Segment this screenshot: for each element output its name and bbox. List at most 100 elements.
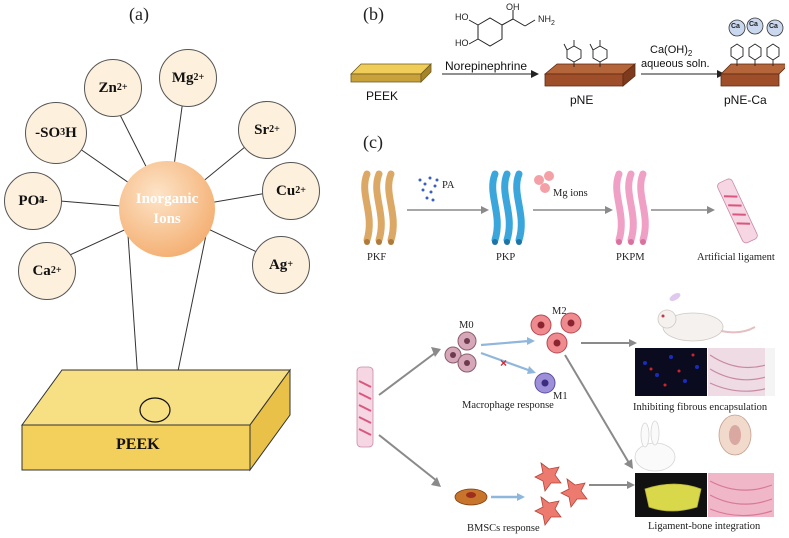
ca-spheres — [728, 17, 784, 37]
peek-base-label: PEEK — [116, 436, 160, 453]
pkf-fibers — [361, 170, 397, 244]
m2-label: M2 — [552, 306, 567, 317]
mg-ions-label: Mg ions — [553, 188, 588, 199]
inorganic-ions-center: Inorganic Ions — [119, 161, 215, 257]
peek-block-side — [249, 368, 291, 472]
pne-ca-label: pNE-Ca — [724, 93, 767, 107]
aqueous-label: aqueous soln. — [641, 58, 710, 70]
peek-contact-circle — [139, 397, 171, 423]
peek-slab-side — [420, 63, 432, 83]
arrow-tube-bmscs — [378, 434, 438, 482]
peek-slab-top — [350, 63, 432, 75]
m2-nuclei — [537, 319, 575, 347]
peek-b-label: PEEK — [366, 89, 399, 103]
caoh2-base: Ca(OH) — [650, 44, 688, 56]
ion-cu-base: Cu — [276, 182, 296, 199]
pkpm-fibers — [613, 170, 649, 244]
ligament-bone-label: Ligament-bone integration — [648, 521, 761, 532]
ca-label-2: Ca — [749, 21, 758, 28]
ion-ca-base: Ca — [32, 262, 51, 279]
mol-ho1: HO — [455, 12, 469, 22]
pkp-fiber-ends — [492, 239, 522, 245]
pneca-slab-front — [720, 73, 780, 87]
ligament-tube-left — [356, 366, 374, 448]
ion-so3h-tail: H — [65, 124, 77, 141]
ion-so3h-base: -SO — [35, 124, 61, 141]
blocked-x-mark: × — [500, 356, 507, 370]
peek-slab-front — [350, 73, 422, 83]
pne-slab-front — [544, 73, 624, 87]
arrow-m0-m1 — [480, 351, 532, 373]
pneca-slab-top — [720, 63, 785, 75]
pne-catechols — [563, 40, 608, 67]
mol-nh2: NH2 — [538, 14, 555, 27]
m0-label: M0 — [459, 320, 474, 331]
pkp-fibers — [489, 170, 525, 244]
panel-a-label: (a) — [129, 4, 149, 24]
panel-a-connectors — [21, 84, 291, 472]
caoh2-label: Ca(OH)2 — [650, 44, 692, 58]
m1-label: M1 — [553, 391, 568, 402]
bmsc-scaffold-core — [466, 492, 476, 498]
artificial-ligament-label: Artificial ligament — [697, 252, 775, 263]
pkpm-label: PKPM — [616, 252, 645, 263]
pkf-label: PKF — [367, 252, 387, 263]
histo-he-top — [708, 348, 774, 396]
bmsc-cells — [534, 462, 588, 526]
pne-slab-top — [543, 63, 637, 75]
histo-he-bottom — [708, 473, 774, 517]
pkp-label: PKP — [496, 252, 516, 263]
ca-label-1: Ca — [731, 23, 740, 30]
ion-zn-base: Zn — [98, 79, 117, 96]
ion-po4-base: PO — [18, 192, 40, 209]
caoh2-sub: 2 — [687, 49, 693, 59]
pkpm-fiber-ends — [616, 239, 646, 245]
rabbit-image — [634, 420, 676, 472]
mol-oh: OH — [506, 2, 520, 12]
arrow-m0-m2 — [480, 339, 530, 347]
arrow-1-head — [531, 70, 539, 78]
panel-c-bottom-row: × — [356, 293, 775, 526]
panel-c-label: (c) — [363, 132, 383, 152]
pa-molecules — [418, 176, 439, 202]
m0-nuclei — [450, 338, 470, 366]
ion-ag-base: Ag — [268, 256, 288, 273]
macrophage-response-label: Macrophage response — [462, 400, 554, 411]
pkf-fiber-ends — [364, 239, 394, 245]
joint-image — [718, 414, 752, 456]
bmscs-response-label: BMSCs response — [467, 523, 540, 534]
mol-ho2: HO — [455, 38, 469, 48]
mol-nh2-base: NH — [538, 14, 551, 24]
rat-image — [657, 293, 756, 342]
center-line1: Inorganic — [135, 191, 199, 207]
m1-nucleus — [541, 379, 549, 387]
pne-label: pNE — [570, 93, 594, 107]
artificial-ligament-tube — [717, 178, 758, 244]
pneca-catechols — [730, 43, 780, 66]
arrow-tube-macrophage — [378, 352, 436, 396]
mg-ion-spheres — [534, 171, 554, 193]
ion-mg-base: Mg — [171, 69, 194, 86]
ca-label-3: Ca — [769, 23, 778, 30]
pa-label: PA — [442, 180, 455, 191]
norepinephrine-label: Norepinephrine — [445, 59, 528, 73]
panel-b-scheme — [350, 10, 785, 87]
ion-sr-base: Sr — [254, 121, 270, 138]
mol-nh2-sub: 2 — [551, 19, 555, 27]
center-line2: Ions — [153, 211, 181, 227]
m2-cells — [530, 312, 582, 354]
arrow-m2-integration — [564, 354, 630, 464]
norepinephrine-molecule — [468, 10, 536, 47]
ion-ag: Ag+ — [252, 236, 310, 294]
panel-b-label: (b) — [363, 4, 384, 24]
pne-slab-side — [622, 63, 636, 87]
panel-c-top-row — [361, 170, 758, 245]
m0-cells — [444, 331, 477, 373]
inhibiting-label: Inhibiting fibrous encapsulation — [633, 402, 768, 413]
